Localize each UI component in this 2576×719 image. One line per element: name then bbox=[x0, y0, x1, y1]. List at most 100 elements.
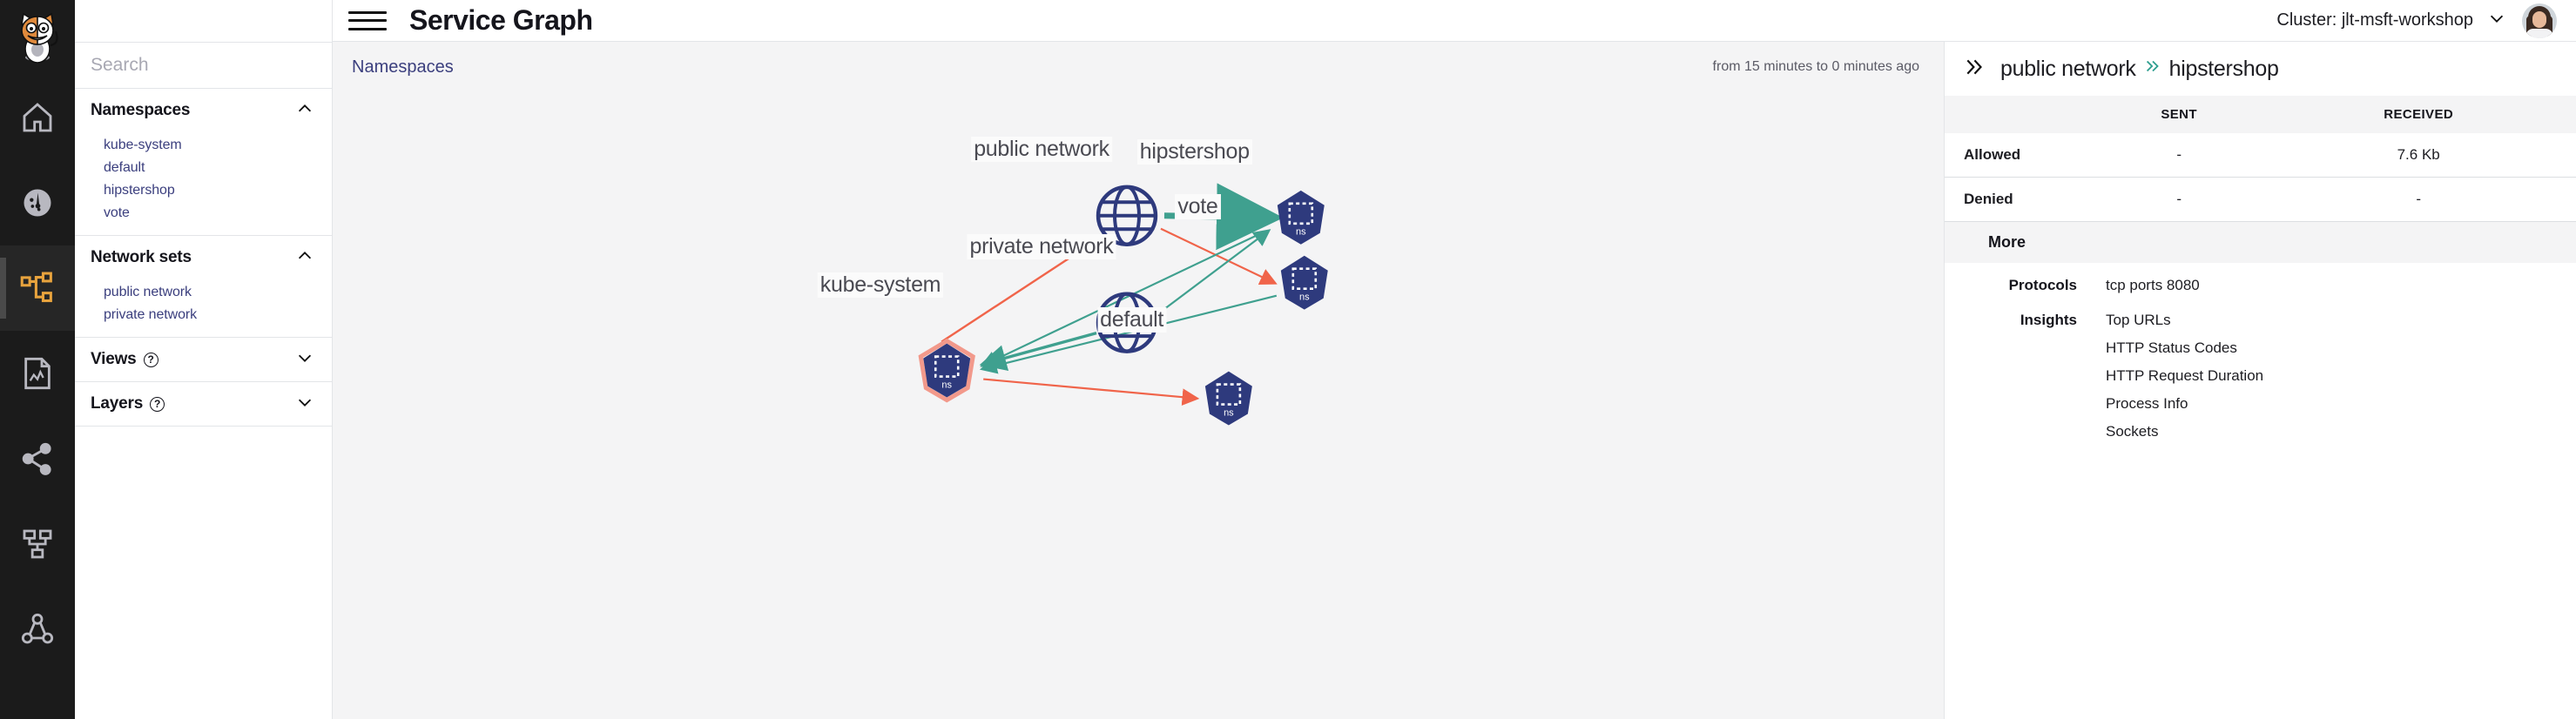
table-header-row: SENT RECEIVED bbox=[1945, 96, 2576, 133]
section-title: Views bbox=[91, 350, 137, 368]
breadcrumb-target[interactable]: hipstershop bbox=[2168, 56, 2279, 81]
graph-node-label: vote bbox=[1175, 194, 1221, 220]
left-filter-panel: Namespaces kube-system default hipstersh… bbox=[75, 0, 385, 719]
network-share-icon bbox=[20, 441, 55, 476]
column-header-received: RECEIVED bbox=[2261, 96, 2576, 133]
protocols-value: tcp ports 8080 bbox=[2106, 277, 2200, 293]
left-panel-spacer bbox=[75, 0, 332, 42]
namespace-list: kube-system default hipstershop vote bbox=[75, 132, 332, 235]
hierarchy-icon bbox=[20, 527, 55, 561]
page-title: Service Graph bbox=[409, 4, 593, 36]
section-title: Layers bbox=[91, 394, 144, 413]
graph-node-hipstershop: ns bbox=[1277, 190, 1325, 245]
table-header: SENT RECEIVED bbox=[1945, 96, 2576, 133]
hamburger-icon[interactable] bbox=[348, 8, 387, 34]
chevron-down-icon[interactable] bbox=[2487, 9, 2506, 33]
sidebar-item-dashboard[interactable] bbox=[0, 75, 75, 160]
table-body: Allowed - 7.6 Kb Denied - - bbox=[1945, 133, 2576, 222]
insight-item-process-info[interactable]: Process Info bbox=[2106, 395, 2188, 412]
more-section-header[interactable]: More bbox=[1945, 222, 2576, 263]
cell-allowed-sent: - bbox=[2097, 133, 2262, 178]
sidebar-item-service-graph[interactable] bbox=[0, 245, 75, 331]
insight-item-top-urls[interactable]: Top URLs bbox=[2106, 312, 2171, 328]
protocols-label: Protocols bbox=[2008, 277, 2077, 293]
graph-node-label: public network bbox=[971, 136, 1112, 162]
chevron-down-icon[interactable] bbox=[295, 393, 314, 416]
section-title: Namespaces bbox=[91, 101, 191, 119]
breadcrumb-source[interactable]: public network bbox=[2000, 56, 2136, 81]
list-item[interactable]: kube-system bbox=[104, 138, 182, 152]
section-header-network-sets[interactable]: Network sets bbox=[75, 236, 332, 279]
calico-cat-logo[interactable] bbox=[0, 0, 75, 75]
divider bbox=[75, 337, 332, 338]
icon-rail bbox=[0, 0, 75, 719]
cell-allowed-received: 7.6 Kb bbox=[2261, 133, 2576, 178]
list-item[interactable]: hipstershop bbox=[104, 183, 175, 198]
chevron-up-icon[interactable] bbox=[295, 99, 314, 123]
insight-item-http-request-duration[interactable]: HTTP Request Duration bbox=[2106, 367, 2264, 384]
graph-node-default: ns bbox=[1204, 371, 1252, 426]
graph-node-label: default bbox=[1097, 306, 1167, 333]
protocols-row: Protocols tcp ports 8080 bbox=[1945, 263, 2576, 294]
double-chevron-right-icon bbox=[2143, 57, 2162, 82]
table-row: Denied - - bbox=[1945, 177, 2576, 222]
graph-node-vote: ns bbox=[1280, 255, 1328, 310]
sidebar-item-policies[interactable] bbox=[0, 416, 75, 501]
table-row: Allowed - 7.6 Kb bbox=[1945, 133, 2576, 178]
sidebar-item-clusters[interactable] bbox=[0, 587, 75, 672]
insights-list: Top URLs HTTP Status Codes HTTP Request … bbox=[2077, 312, 2263, 451]
divider bbox=[75, 426, 332, 427]
question-mark-icon[interactable]: ? bbox=[143, 352, 158, 367]
graph-node-label: kube-system bbox=[817, 272, 944, 299]
column-header-sent: SENT bbox=[2097, 96, 2262, 133]
section-header-views[interactable]: Views ? bbox=[75, 338, 332, 381]
service-graph-icon bbox=[19, 271, 56, 306]
insights-label: Insights bbox=[2020, 312, 2077, 328]
insights-row: Insights Top URLs HTTP Status Codes HTTP… bbox=[1945, 294, 2576, 451]
top-bar: Service Graph Cluster: jlt-msft-workshop bbox=[333, 0, 2576, 42]
list-item[interactable]: private network bbox=[104, 307, 197, 322]
home-icon bbox=[20, 100, 55, 135]
avatar[interactable] bbox=[2522, 3, 2557, 38]
graph-node-public-network bbox=[1096, 185, 1158, 246]
service-graph-canvas[interactable]: Namespaces from 15 minutes to 0 minutes … bbox=[333, 42, 1945, 719]
list-item[interactable]: default bbox=[104, 160, 145, 175]
chevron-up-icon[interactable] bbox=[295, 246, 314, 270]
time-range-label[interactable]: from 15 minutes to 0 minutes ago bbox=[1712, 59, 1919, 74]
section-header-layers[interactable]: Layers ? bbox=[75, 382, 332, 426]
breadcrumb[interactable]: Namespaces bbox=[352, 57, 454, 77]
sidebar-item-reports[interactable] bbox=[0, 331, 75, 416]
svg-text:ns: ns bbox=[941, 380, 952, 391]
double-chevron-right-icon[interactable] bbox=[1964, 56, 1986, 82]
row-label-denied: Denied bbox=[1945, 177, 2097, 222]
section-title-wrap: Layers ? bbox=[91, 394, 165, 413]
details-panel: public network hipstershop SENT RECEIVED bbox=[1945, 42, 2576, 719]
top-bar-right: Cluster: jlt-msft-workshop bbox=[2276, 3, 2576, 38]
cluster-label: Cluster: jlt-msft-workshop bbox=[2276, 10, 2473, 30]
svg-text:ns: ns bbox=[1224, 408, 1234, 419]
insight-item-http-status-codes[interactable]: HTTP Status Codes bbox=[2106, 339, 2237, 356]
question-mark-icon[interactable]: ? bbox=[150, 396, 165, 412]
chevron-down-icon[interactable] bbox=[295, 348, 314, 372]
column-header-blank bbox=[1945, 96, 2097, 133]
document-chart-icon bbox=[21, 356, 54, 391]
search-row bbox=[75, 42, 385, 89]
sidebar-item-monitor[interactable] bbox=[0, 160, 75, 245]
graph-node-group: ns ns ns bbox=[918, 185, 1328, 426]
cluster-selector[interactable]: Cluster: jlt-msft-workshop bbox=[2276, 9, 2506, 33]
content-row: Namespaces from 15 minutes to 0 minutes … bbox=[333, 42, 2576, 719]
section-title-wrap: Views ? bbox=[91, 350, 158, 369]
section-title: Network sets bbox=[91, 248, 192, 266]
gauge-icon bbox=[20, 185, 55, 220]
search-input[interactable] bbox=[91, 55, 327, 76]
graph-node-kube-system: ns bbox=[918, 338, 975, 403]
list-item[interactable]: public network bbox=[104, 285, 192, 299]
divider bbox=[75, 235, 332, 236]
list-item[interactable]: vote bbox=[104, 205, 130, 220]
cell-denied-received: - bbox=[2261, 177, 2576, 222]
insight-item-sockets[interactable]: Sockets bbox=[2106, 423, 2159, 440]
divider bbox=[75, 381, 332, 382]
section-header-namespaces[interactable]: Namespaces bbox=[75, 89, 332, 132]
sidebar-item-nodes[interactable] bbox=[0, 501, 75, 587]
